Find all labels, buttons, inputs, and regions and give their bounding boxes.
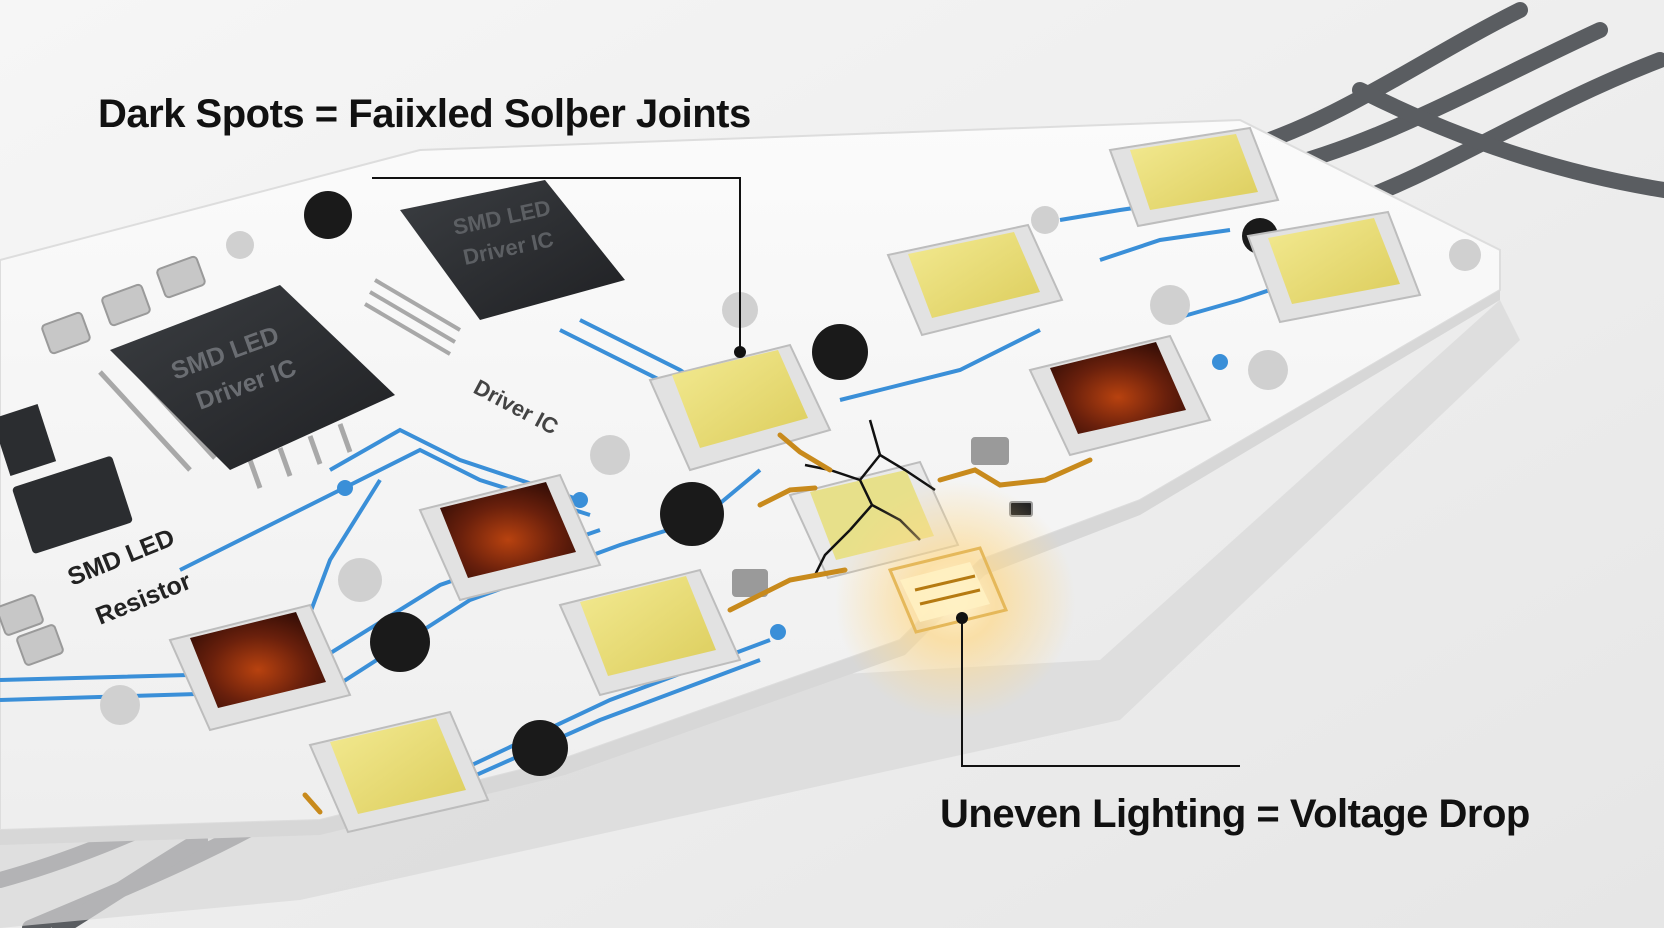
- small-ic-left: [0, 404, 133, 554]
- copper-wires: [302, 432, 1093, 815]
- smd-resistors: [0, 255, 1033, 666]
- led-ok-6: [308, 710, 490, 834]
- led-ok-2: [886, 223, 1064, 337]
- led-ok-3: [1108, 126, 1280, 228]
- glowing-connector: [887, 546, 1009, 634]
- rear-driver-ic: SMD LED Driver IC: [363, 180, 625, 356]
- led-dark-3: [168, 603, 352, 732]
- callout-bottom-dot: [956, 612, 968, 624]
- mounting-holes: [100, 191, 1481, 776]
- main-driver-ic: SMD LED Driver IC: [98, 285, 395, 489]
- led-group: [168, 126, 1422, 834]
- callout-top-dot: [734, 346, 746, 358]
- callout-top-leader: [372, 177, 741, 352]
- callout-bottom-leader: [961, 618, 1240, 767]
- led-ok-5: [558, 568, 742, 697]
- led-dark-2: [1028, 334, 1212, 457]
- led-dark-1: [418, 473, 602, 602]
- trace-nodes: [337, 354, 1228, 640]
- led-ok-4: [1246, 210, 1422, 324]
- callout-dark-spots: Dark Spots = Faiixled Solþer Joints: [98, 92, 751, 136]
- callout-uneven-lighting: Uneven Lighting = Voltage Drop: [940, 792, 1530, 836]
